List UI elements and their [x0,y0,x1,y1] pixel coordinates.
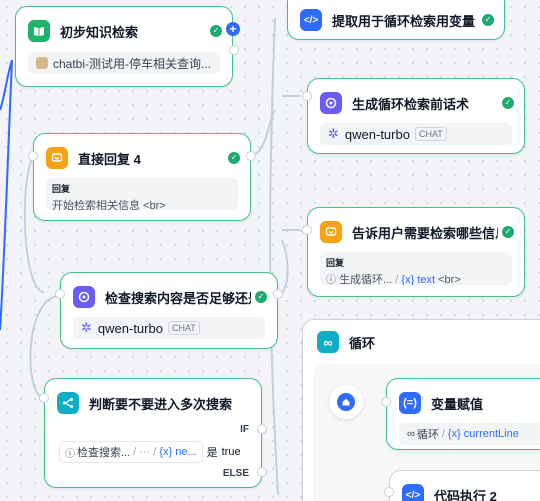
ref-source: 生成循环... [339,274,393,285]
node-decide-multi-search[interactable]: 判断要不要进入多次搜索 IF ⓘ 检查搜索... / ··· / {x} ne.… [44,378,262,488]
success-check-icon: ✓ [502,226,514,238]
condition-operator: 是 [206,447,218,459]
if-label: IF [240,424,249,435]
node-generate-loop-prompt[interactable]: 生成循环检索前话术 ✓ ✲ qwen-turbo CHAT [307,78,525,154]
llm-icon [73,286,95,308]
node-title: 检查搜索内容是否足够还是很 [105,290,251,306]
condition-value: true [221,446,241,458]
assign-field[interactable]: ∞ 循环 / {x} currentLine [399,423,540,445]
assign-variable: {x} currentLine [447,428,519,440]
llm-icon [320,92,342,114]
ref-separator: / [395,274,399,285]
add-node-icon[interactable]: + [226,22,240,36]
condition-row[interactable]: ⓘ 检查搜索... / ··· / {x} ne... 是 true [59,441,249,463]
ref-separator: / [441,428,445,440]
node-title: 代码执行 2 [434,488,497,501]
node-input-port[interactable] [302,225,312,235]
node-title: 变量赋值 [431,396,484,412]
success-check-icon: ✓ [228,152,240,164]
else-label: ELSE [222,468,249,479]
condition-ref-box: ⓘ 检查搜索... / ··· / {x} ne... [59,441,203,463]
node-knowledge-retrieval[interactable]: 初步知识检索 ✓ chatbi-测试用-停车相关查询... [15,6,233,87]
success-check-icon: ✓ [210,25,222,37]
variable-ref-icon: ⓘ [65,448,75,460]
success-check-icon: ✓ [502,97,514,109]
node-input-port[interactable] [384,487,394,497]
reply-content: 回复 ⓘ 生成循环... / {x} text <br> [320,252,512,285]
ref-tail: <br> [438,274,461,285]
reply-text: 开始检索相关信息 <br> [52,200,166,210]
home-icon [337,393,355,411]
ref-ellipsis: ··· [139,446,151,458]
assign-source: 循环 [416,429,439,441]
success-check-icon: ✓ [255,291,267,303]
node-tell-user[interactable]: 告诉用户需要检索哪些信息 ✓ 回复 ⓘ 生成循环... / {x} text <… [307,207,525,297]
loop-icon: ∞ [317,331,339,353]
reply-label: 回复 [52,184,71,194]
model-mode-tag: CHAT [414,127,447,141]
node-output-port[interactable] [229,45,239,55]
node-variable-assign[interactable]: (=) 变量赋值 ∞ 循环 / {x} currentLine [386,378,540,450]
ref-separator: / [133,446,137,458]
node-title: 初步知识检索 [60,24,139,40]
node-check-search[interactable]: 检查搜索内容是否足够还是很 ✓ ✲ qwen-turbo CHAT [60,272,278,349]
code-icon: </> [300,9,322,31]
model-name: qwen-turbo [97,320,163,336]
node-direct-reply-4[interactable]: 直接回复 4 ✓ 回复 开始检索相关信息 <br> [33,133,251,221]
loop-start-node[interactable] [329,385,363,419]
reply-icon [320,221,342,243]
loop-ref-icon: ∞ [407,428,415,440]
knowledge-base-icon [36,57,48,69]
knowledge-base-field[interactable]: chatbi-测试用-停车相关查询... [28,52,220,74]
qwen-model-icon: ✲ [81,320,92,335]
node-title: 提取用于循环检索用变量 [332,13,476,29]
knowledge-base-name: chatbi-测试用-停车相关查询... [53,56,212,71]
code-icon: </> [402,484,424,501]
if-branch-port[interactable] [257,424,267,434]
node-title: 直接回复 4 [78,151,141,167]
reply-label: 回复 [326,258,345,268]
reply-icon [46,147,68,169]
node-input-port[interactable] [55,289,65,299]
node-input-port[interactable] [39,393,49,403]
model-name: qwen-turbo [344,126,410,142]
model-field[interactable]: ✲ qwen-turbo CHAT [73,317,265,339]
node-title: 告诉用户需要检索哪些信息 [352,225,498,241]
reply-content: 回复 开始检索相关信息 <br> [46,178,238,210]
node-input-port[interactable] [381,397,391,407]
ref-separator: / [153,446,157,458]
condition-variable: {x} ne... [159,446,197,458]
node-extract-variable[interactable]: </> 提取用于循环检索用变量 ✓ [287,0,505,40]
node-output-port[interactable] [246,151,256,161]
model-field[interactable]: ✲ qwen-turbo CHAT [320,123,512,145]
node-code-exec-2[interactable]: </> 代码执行 2 [389,470,540,501]
node-output-port[interactable] [273,289,283,299]
node-title: 循环 [349,335,376,351]
condition-source: 检查搜索... [77,447,131,459]
variable-ref-icon: ⓘ [326,275,336,285]
node-input-port[interactable] [302,91,312,101]
book-icon [28,20,50,42]
node-input-port[interactable] [28,151,38,161]
variable-assign-icon: (=) [399,392,421,414]
success-check-icon: ✓ [482,14,494,26]
ref-variable: {x} text [401,274,436,285]
branch-icon [57,392,79,414]
else-branch-port[interactable] [257,467,267,477]
node-title: 判断要不要进入多次搜索 [89,396,233,412]
model-mode-tag: CHAT [167,321,200,335]
node-title: 生成循环检索前话术 [352,96,470,112]
qwen-model-icon: ✲ [328,126,339,141]
